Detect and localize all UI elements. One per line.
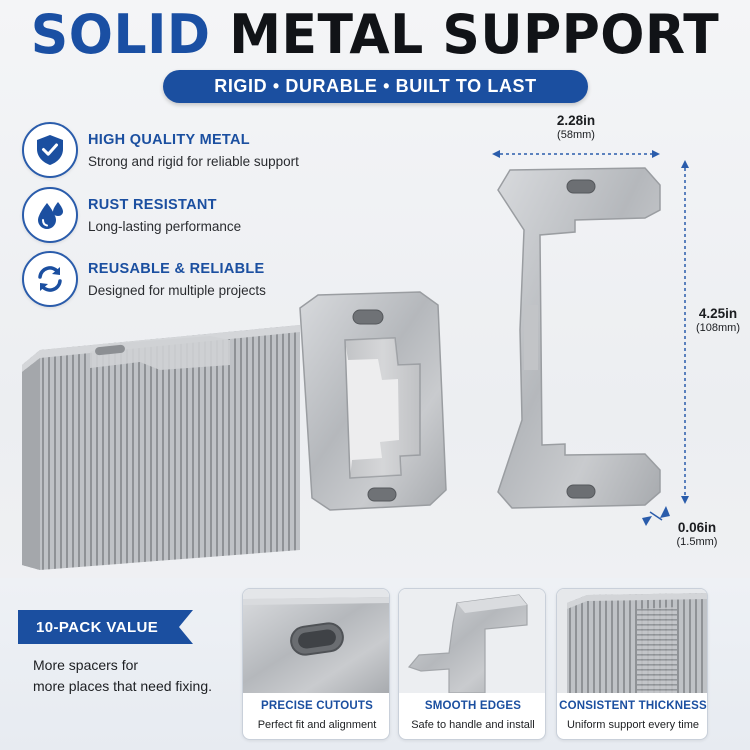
height-imperial: 4.25in [698,306,738,321]
dimension-diagram [492,150,689,526]
width-imperial: 2.28in [556,113,596,128]
card-consistent-thickness: CONSISTENT THICKNESS Uniform support eve… [556,588,708,740]
recycle-arrows-icon [22,251,78,307]
title-rest: METAL SUPPORT [229,3,720,67]
thickness-imperial: 0.06in [677,520,717,535]
height-dimension: 4.25in (108mm) [688,306,748,334]
title-accent: SOLID [30,3,211,67]
plate-stack-illustration [22,291,447,570]
edge-closeup-image [399,589,545,693]
shield-check-icon [22,122,78,178]
value-line-2: more places that need fixing. [33,678,212,694]
front-plate [299,291,447,511]
card-smooth-edges: SMOOTH EDGES Safe to handle and install [398,588,546,740]
card-precise-cutouts: PRECISE CUTOUTS Perfect fit and alignmen… [242,588,390,740]
height-metric: (108mm) [695,322,740,334]
card-title: SMOOTH EDGES [424,700,522,712]
feature-rust-resistant: RUST RESISTANT Long-lasting performance [22,186,342,244]
thickness-dimension: 0.06in (1.5mm) [664,520,730,548]
feature-desc: Strong and rigid for reliable support [88,153,299,169]
feature-title: HIGH QUALITY METAL [88,131,250,148]
feature-high-quality-metal: HIGH QUALITY METAL Strong and rigid for … [22,121,342,179]
feature-title: REUSABLE & RELIABLE [88,260,265,277]
value-description: More spacers for more places that need f… [33,655,233,697]
cutout-closeup-image [243,589,389,693]
feature-desc: Long-lasting performance [88,218,242,234]
feature-title: RUST RESISTANT [88,196,217,213]
card-desc: Perfect fit and alignment [257,719,377,731]
value-tag: 10-PACK VALUE [18,610,193,644]
card-desc: Uniform support every time [566,719,700,731]
page-title: SOLID METAL SUPPORT [0,5,750,66]
water-drops-icon [22,187,78,243]
thickness-metric: (1.5mm) [676,536,718,548]
card-title: PRECISE CUTOUTS [260,700,374,712]
width-dimension: 2.28in (58mm) [528,113,624,141]
subtitle-pill: RIGID • DURABLE • BUILT TO LAST [163,70,588,103]
value-line-1: More spacers for [33,657,139,673]
card-title: CONSISTENT THICKNESS [559,700,707,712]
card-desc: Safe to handle and install [411,719,535,731]
feature-reusable-reliable: REUSABLE & RELIABLE Designed for multipl… [22,250,342,308]
feature-desc: Designed for multiple projects [88,282,266,298]
stack-closeup-image [557,589,707,693]
width-metric: (58mm) [557,129,595,141]
